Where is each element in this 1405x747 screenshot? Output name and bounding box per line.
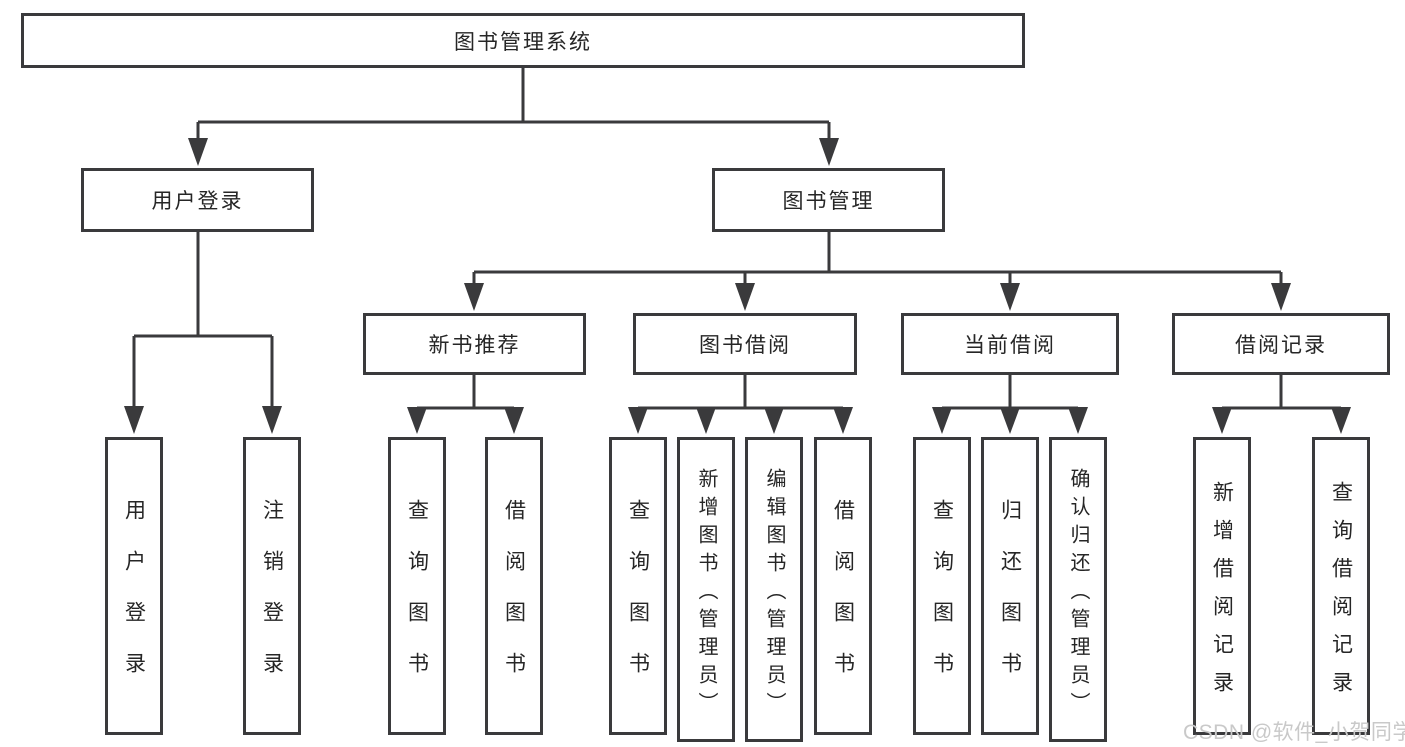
leaf-confirm-return-admin: 确认归还（管理员） — [1049, 437, 1107, 742]
leaf-logout-login: 注销登录 — [243, 437, 301, 735]
node-new-book-recommend: 新书推荐 — [363, 313, 586, 375]
node-borrowing-records: 借阅记录 — [1172, 313, 1390, 375]
leaf-borrow-books-borrowing: 借阅图书 — [814, 437, 872, 735]
node-user-login: 用户登录 — [81, 168, 314, 232]
leaf-return-books: 归还图书 — [981, 437, 1039, 735]
leaf-query-books-borrowing: 查询图书 — [609, 437, 667, 735]
leaf-add-books-admin: 新增图书（管理员） — [677, 437, 735, 742]
csdn-watermark: CSDN @软件_小贺同学 — [1183, 721, 1405, 744]
node-current-borrowing: 当前借阅 — [901, 313, 1119, 375]
leaf-borrow-books-newbook: 借阅图书 — [485, 437, 543, 735]
node-system-root: 图书管理系统 — [21, 13, 1025, 68]
leaf-query-books-newbook: 查询图书 — [388, 437, 446, 735]
leaf-add-borrow-record: 新增借阅记录 — [1193, 437, 1251, 735]
node-book-management: 图书管理 — [712, 168, 945, 232]
node-book-borrowing: 图书借阅 — [633, 313, 857, 375]
leaf-edit-books-admin: 编辑图书（管理员） — [745, 437, 803, 742]
leaf-query-borrow-record: 查询借阅记录 — [1312, 437, 1370, 735]
leaf-query-books-current: 查询图书 — [913, 437, 971, 735]
leaf-user-login: 用户登录 — [105, 437, 163, 735]
